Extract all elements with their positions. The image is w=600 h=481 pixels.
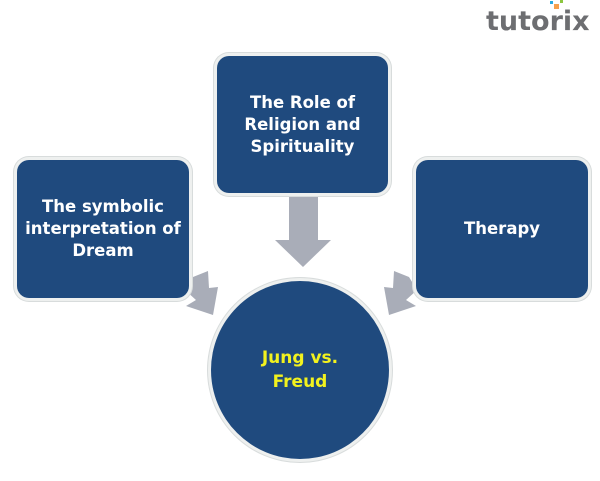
node-therapy: Therapy <box>416 160 588 298</box>
logo-text: tutorix <box>486 6 590 37</box>
center-node-jung-vs-freud: Jung vs. Freud <box>211 281 389 459</box>
node-religion-label: The Role of Religion and Spirituality <box>244 92 361 156</box>
logo-dot-blue <box>550 1 553 4</box>
node-dream-label: The symbolic interpretation of Dream <box>25 197 181 260</box>
arrow-top-to-center <box>275 197 331 267</box>
node-therapy-label: Therapy <box>463 219 541 238</box>
tutorix-logo: tutorix <box>486 0 596 42</box>
logo-dot-green <box>560 0 563 3</box>
arrow-right-to-center <box>384 271 417 315</box>
arrow-left-to-center <box>185 271 218 315</box>
logo-dot-orange <box>554 4 559 9</box>
node-dream-interpretation: The symbolic interpretation of Dream <box>17 160 189 298</box>
node-religion-spirituality: The Role of Religion and Spirituality <box>217 56 388 193</box>
center-label: Jung vs. Freud <box>261 348 339 392</box>
